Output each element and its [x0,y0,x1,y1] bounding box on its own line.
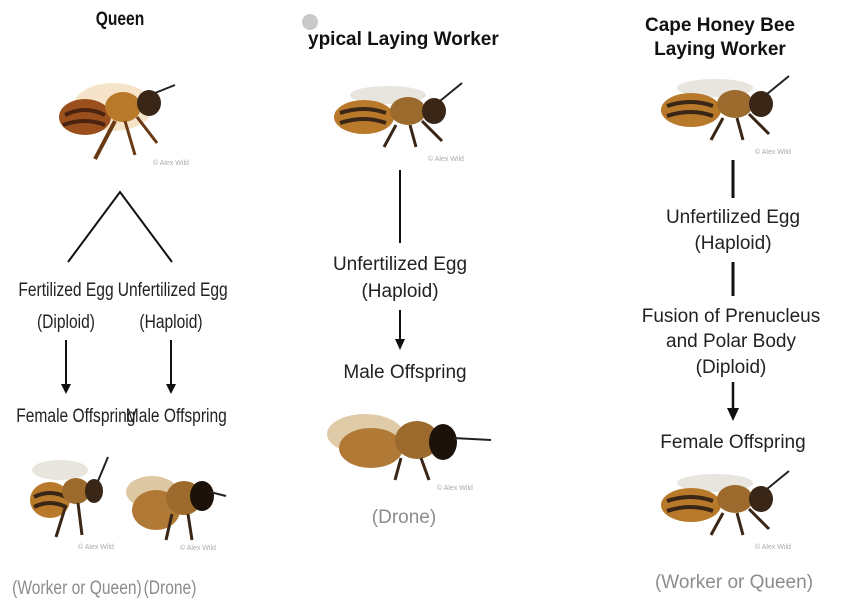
typical-worker-drone-image: © Alex Wild [325,400,495,495]
cape-offspring-bee-image: © Alex Wild [655,465,805,555]
female-offspring-label: Female Offspring [16,406,119,428]
haploid-label: (Haploid) [300,281,500,303]
unfertilized-egg-label: Unfertilized Egg [300,254,500,276]
drone-caption: (Drone) [354,507,454,529]
fertilized-egg-label: Fertilized Egg [17,280,115,302]
haploid-label: (Haploid) [628,233,838,255]
photo-credit: © Alex Wild [180,544,216,552]
worker-or-queen-caption: (Worker or Queen) [630,572,838,594]
worker-or-queen-caption: (Worker or Queen) [12,578,123,600]
fusion-label-line1: Fusion of Prenucleus [620,306,842,328]
male-offspring-label: Male Offspring [126,406,224,428]
photo-credit: © Alex Wild [437,484,473,492]
diploid-label: (Diploid) [620,357,842,379]
fusion-label-line2: and Polar Body [620,331,842,353]
photo-credit: © Alex Wild [78,543,114,551]
worker-bee-image: © Alex Wild [20,445,115,555]
typical-worker-panel: ypical Laying Worker © Alex Wild Unferti… [300,0,600,605]
diploid-label: (Diploid) [17,312,115,334]
queen-panel: Queen © Alex Wild Fertilized Egg (Diploi… [0,0,300,605]
haploid-label: (Haploid) [118,312,225,334]
drone-bee-image: © Alex Wild [122,450,227,560]
male-offspring-label: Male Offspring [300,362,510,384]
unfertilized-egg-label: Unfertilized Egg [628,207,838,229]
photo-credit: © Alex Wild [755,543,791,551]
cape-worker-panel: Cape Honey Bee Laying Worker © Alex Wild… [600,0,843,605]
unfertilized-egg-label: Unfertilized Egg [118,280,225,302]
drone-caption: (Drone) [137,578,203,600]
female-offspring-label: Female Offspring [628,432,838,454]
